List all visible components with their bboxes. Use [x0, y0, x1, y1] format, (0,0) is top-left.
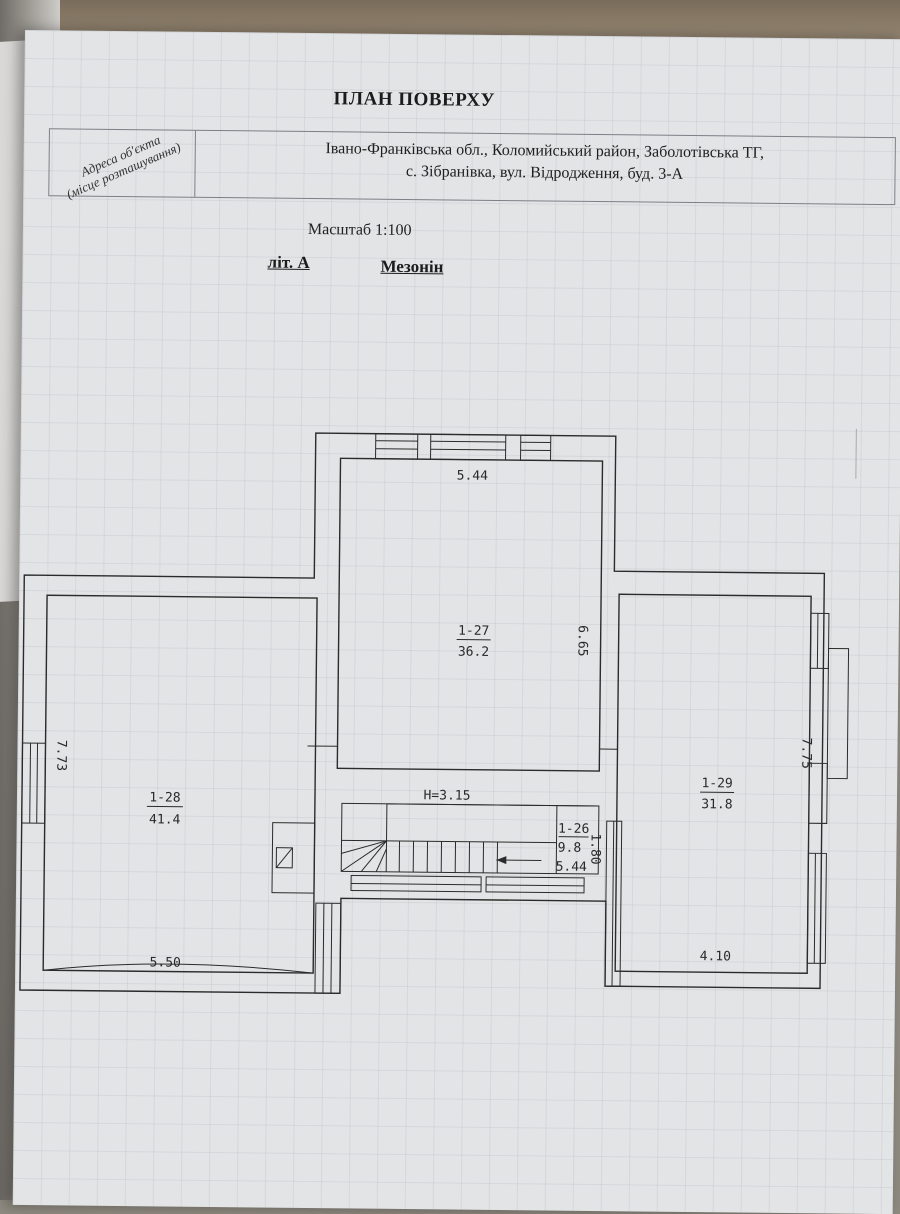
left-height-dim: 7.73: [53, 740, 68, 771]
room-1-26-id: 1-26: [558, 822, 589, 837]
stair-depth-dim: 1.80: [587, 833, 602, 864]
address-value-cell: Івано-Франківська обл., Коломийський рай…: [199, 137, 889, 188]
floor-label: Мезонін: [380, 257, 443, 278]
top-windows: [376, 434, 551, 461]
scale-label: Масштаб 1:100: [308, 221, 412, 240]
address-table: Адреса об'єкта (місце розташування) Іван…: [48, 128, 896, 205]
stair-width-dim: 5.44: [556, 860, 588, 875]
room-1-28-area: 41.4: [149, 812, 181, 827]
room-1-29-area: 31.8: [701, 797, 732, 812]
top-width-dim: 5.44: [457, 469, 489, 484]
room-1-26-area: 9.8: [558, 841, 582, 856]
page-title: ПЛАН ПОВЕРХУ: [314, 88, 514, 112]
right-width-dim: 4.10: [700, 949, 731, 964]
center-height-dim: 6.65: [574, 625, 589, 656]
room-1-27-area: 36.2: [458, 645, 489, 660]
right-windows: [807, 613, 849, 963]
room-1-28-id: 1-28: [149, 790, 180, 805]
address-label-cell: Адреса об'єкта (місце розташування): [49, 129, 196, 197]
right-height-dim: 7.75: [798, 737, 813, 768]
document-page: ПЛАН ПОВЕРХУ Адреса об'єкта (місце розта…: [13, 30, 900, 1214]
left-window: [22, 743, 46, 823]
room-1-29-id: 1-29: [701, 776, 732, 791]
room-1-27-id: 1-27: [458, 624, 489, 639]
floor-plan: 5.44 6.65 1-27 36.2 1-28 41.4 7.73 1-29 …: [15, 425, 881, 1034]
left-width-dim: 5.50: [150, 955, 181, 970]
outer-walls: [20, 430, 826, 998]
stair-height-label: H=3.15: [423, 788, 470, 803]
letter-label: літ. А: [267, 253, 309, 273]
